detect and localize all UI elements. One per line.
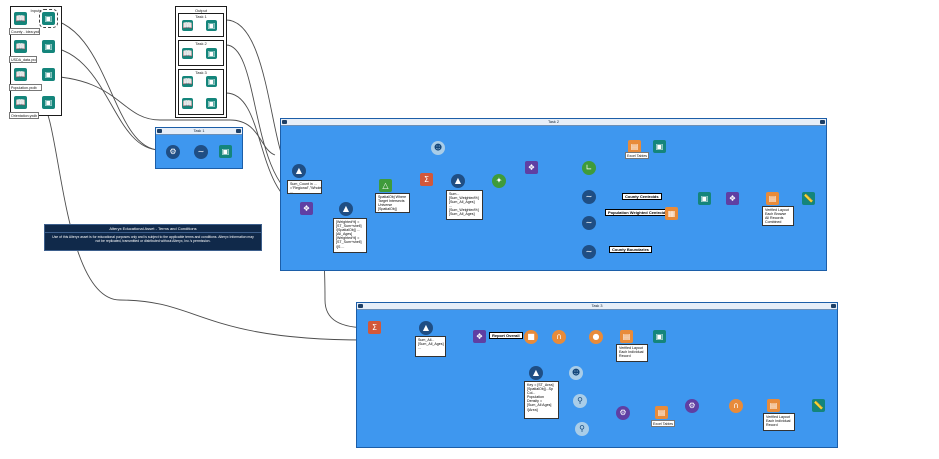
annotation-verified-1: Verified Layout Each Browse All Records …	[762, 206, 794, 226]
summarize-icon[interactable]: Σ	[420, 173, 433, 186]
output-browse-icon[interactable]: ▣	[206, 20, 217, 31]
spatial-match-icon[interactable]: ∼	[194, 145, 208, 159]
collapse-button[interactable]	[157, 129, 162, 133]
output-book-icon[interactable]: 📖	[182, 48, 193, 59]
input-selected-icon[interactable]: ▣	[39, 9, 58, 28]
output-browse-icon[interactable]: ▣	[206, 48, 217, 59]
tag-report-overall: Report Overall	[489, 332, 523, 339]
container-title: Task 1	[156, 128, 242, 135]
label-excel-tables-1: Excel Tables	[625, 152, 649, 159]
geo-search-icon[interactable]: ⚲	[575, 422, 589, 436]
browse-icon[interactable]: ▣	[653, 140, 666, 153]
output-browse-icon[interactable]: ▣	[206, 76, 217, 87]
output-group-title: Task 2	[195, 41, 207, 46]
terms-body: Use of this Alteryx asset is for educati…	[52, 235, 254, 244]
container-task3[interactable]: Task 3	[356, 302, 838, 448]
spatial-match-icon[interactable]: ∼	[582, 216, 596, 230]
table-icon[interactable]: ▤	[767, 399, 780, 412]
render-output-icon[interactable]: 📏	[812, 399, 825, 412]
collapse-button[interactable]	[282, 120, 287, 124]
browse-icon[interactable]: ▣	[219, 145, 232, 158]
geo-tool-icon[interactable]: ☻	[431, 141, 445, 155]
input-book-icon[interactable]: 📖	[14, 12, 27, 25]
input-output-icon[interactable]: ▣	[42, 96, 55, 109]
geo-tool-icon[interactable]: ☻	[569, 366, 583, 380]
container-title: Task 2	[281, 119, 826, 126]
output-book-icon[interactable]: 📖	[182, 98, 193, 109]
summarize-icon[interactable]: Σ	[368, 321, 381, 334]
output-browse-icon[interactable]: ▣	[206, 98, 217, 109]
annotation-summarize: Sum... [Sum_Weighted%] [Sum_All_Ages] ..…	[446, 190, 483, 220]
input-label-orientation: Orientation.yxdb	[9, 112, 39, 119]
container-title: Task 3	[357, 303, 837, 310]
table-icon[interactable]: ▤	[620, 330, 633, 343]
terms-banner: Alteryx Educational Asset - Terms and Co…	[44, 224, 262, 251]
tag-pop-weighted: Population Weighted Centroids	[605, 209, 671, 216]
label-excel-tables-2: Excel Tables	[651, 420, 675, 427]
union-icon[interactable]: ❖	[525, 161, 538, 174]
annotation-formula2: [Weighted%] = [ST_Sum+shell] /[SpatialOb…	[333, 218, 367, 253]
union-icon[interactable]: ❖	[300, 202, 313, 215]
input-book-icon[interactable]: 📖	[14, 68, 27, 81]
render-icon[interactable]: ∩	[552, 330, 566, 344]
input-output-icon[interactable]: ▣	[42, 68, 55, 81]
spatial-info-icon[interactable]: ✦	[492, 174, 506, 188]
join-icon[interactable]: ⚙	[166, 145, 180, 159]
annotation-verified-2: Verified Layout Each Individual Record	[616, 344, 648, 362]
input-label-population: Population.yxdb	[9, 84, 42, 91]
disable-button[interactable]	[236, 129, 241, 133]
render-icon[interactable]: ▤	[655, 406, 668, 419]
spatial-process-icon[interactable]: △	[379, 179, 392, 192]
formula-icon[interactable]: ▲	[529, 366, 543, 380]
bulb-icon[interactable]: ●	[589, 330, 603, 344]
disable-button[interactable]	[820, 120, 825, 124]
tag-county-boundaries: County Boundaries	[609, 246, 652, 253]
formula-icon[interactable]: ▲	[419, 321, 433, 335]
spatial-match-icon[interactable]: ∼	[582, 245, 596, 259]
create-points-icon[interactable]: ∟	[582, 161, 596, 175]
output-group-title: Task 1	[195, 14, 207, 19]
spatial-combine-icon[interactable]: ⚙	[616, 406, 630, 420]
table-icon[interactable]: ▤	[766, 192, 779, 205]
render-icon[interactable]: ▤	[628, 140, 641, 153]
input-book-icon[interactable]: 📖	[14, 96, 27, 109]
render-icon[interactable]: ∩	[729, 399, 743, 413]
input-book-icon[interactable]: 📖	[14, 40, 27, 53]
annotation-formula1: Sum_Count in ... ="Regional","Whole ...	[287, 180, 322, 194]
output-book-icon[interactable]: 📖	[182, 20, 193, 31]
output-group-title: Task 3	[195, 70, 207, 75]
collapse-button[interactable]	[358, 304, 363, 308]
input-label-county: County - Idea.yxdb	[9, 28, 40, 35]
formula-icon[interactable]: ▲	[339, 202, 353, 216]
tag-county-centroids: County Centroids	[622, 193, 662, 200]
layout-icon[interactable]: ■	[524, 330, 538, 344]
spatial-match-icon[interactable]: ∼	[582, 190, 596, 204]
annotation-verified-3: Verified Layout Each Individual Record	[763, 413, 795, 431]
annotation-task3-formula2: Key = [ST_Area] [SpatialObj]...Sp Col...…	[524, 381, 559, 419]
input-output-icon[interactable]: ▣	[42, 40, 55, 53]
browse-icon[interactable]: ▣	[698, 192, 711, 205]
join-multiple-icon[interactable]: ❖	[726, 192, 739, 205]
inputs-box-title: Inputs	[30, 8, 42, 13]
output-book-icon[interactable]: 📖	[182, 76, 193, 87]
terms-title: Alteryx Educational Asset - Terms and Co…	[45, 225, 261, 233]
annotation-task3-formula: Sum_All... [Sum_All_Ages] ...	[415, 336, 446, 357]
annotation-spatial: SpatialObj Where Target Intersects Unive…	[375, 193, 410, 213]
browse-icon[interactable]: ▣	[653, 330, 666, 343]
layout-icon[interactable]: ▦	[665, 207, 678, 220]
disable-button[interactable]	[831, 304, 836, 308]
union-icon[interactable]: ❖	[473, 330, 486, 343]
outputs-box-title: Output	[194, 8, 207, 13]
formula-icon[interactable]: ▲	[451, 174, 465, 188]
formula-icon[interactable]: ▲	[292, 164, 306, 178]
render-output-icon[interactable]: 📏	[802, 192, 815, 205]
geo-search-icon[interactable]: ⚲	[573, 394, 587, 408]
input-label-usda: USDA_data.yxdb	[9, 56, 37, 63]
spatial-combine-icon[interactable]: ⚙	[685, 399, 699, 413]
